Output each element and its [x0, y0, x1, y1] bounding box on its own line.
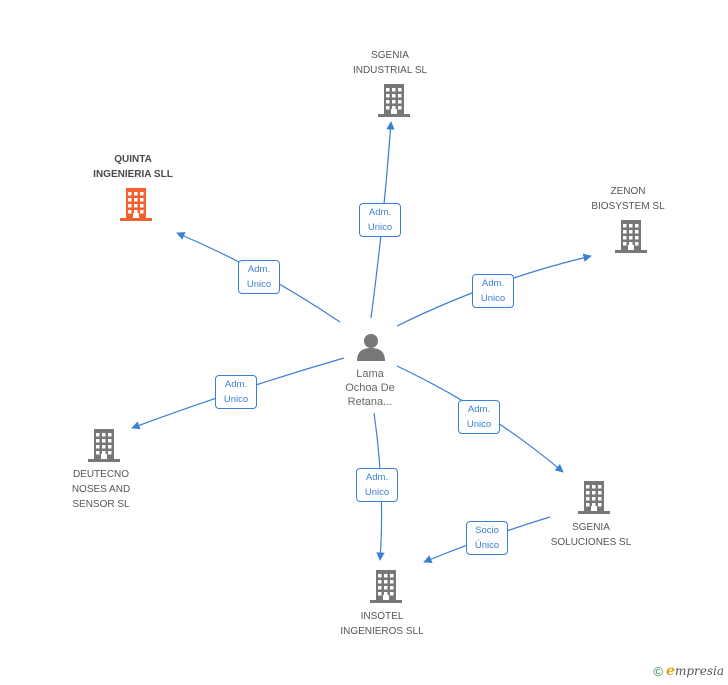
person-name[interactable]: Lama Ochoa De Retana...	[345, 368, 395, 408]
brand-logo: empresia	[666, 663, 724, 679]
building-icon[interactable]	[378, 84, 410, 123]
copyright-symbol: ©	[653, 663, 664, 679]
edge-label[interactable]: Adm. Unico	[458, 400, 500, 434]
building-icon[interactable]	[120, 188, 152, 227]
company-label[interactable]: ZENON BIOSYSTEM SL	[591, 186, 665, 212]
company-label[interactable]: SGENIA SOLUCIONES SL	[550, 522, 632, 548]
edge-label[interactable]: Adm. Unico	[238, 260, 280, 294]
company-label[interactable]: INSOTEL INGENIEROS SLL	[340, 611, 424, 637]
edge-label[interactable]: Adm. Unico	[472, 274, 514, 308]
company-label[interactable]: DEUTECNO NOSES AND SENSOR SL	[71, 469, 131, 510]
company-label[interactable]: QUINTA INGENIERIA SLL	[93, 154, 173, 180]
company-label[interactable]: SGENIA INDUSTRIAL SL	[352, 50, 428, 76]
edge-label[interactable]: Adm. Unico	[359, 203, 401, 237]
building-icon[interactable]	[578, 481, 610, 520]
person-icon[interactable]	[356, 332, 386, 367]
edge-label[interactable]: Adm. Unico	[215, 375, 257, 409]
footer-brand: © empresia	[653, 663, 724, 679]
edge-label[interactable]: Adm. Unico	[356, 468, 398, 502]
building-icon[interactable]	[615, 220, 647, 259]
building-icon[interactable]	[88, 429, 120, 468]
edge-label[interactable]: Socio Único	[466, 521, 508, 555]
building-icon[interactable]	[370, 570, 402, 609]
